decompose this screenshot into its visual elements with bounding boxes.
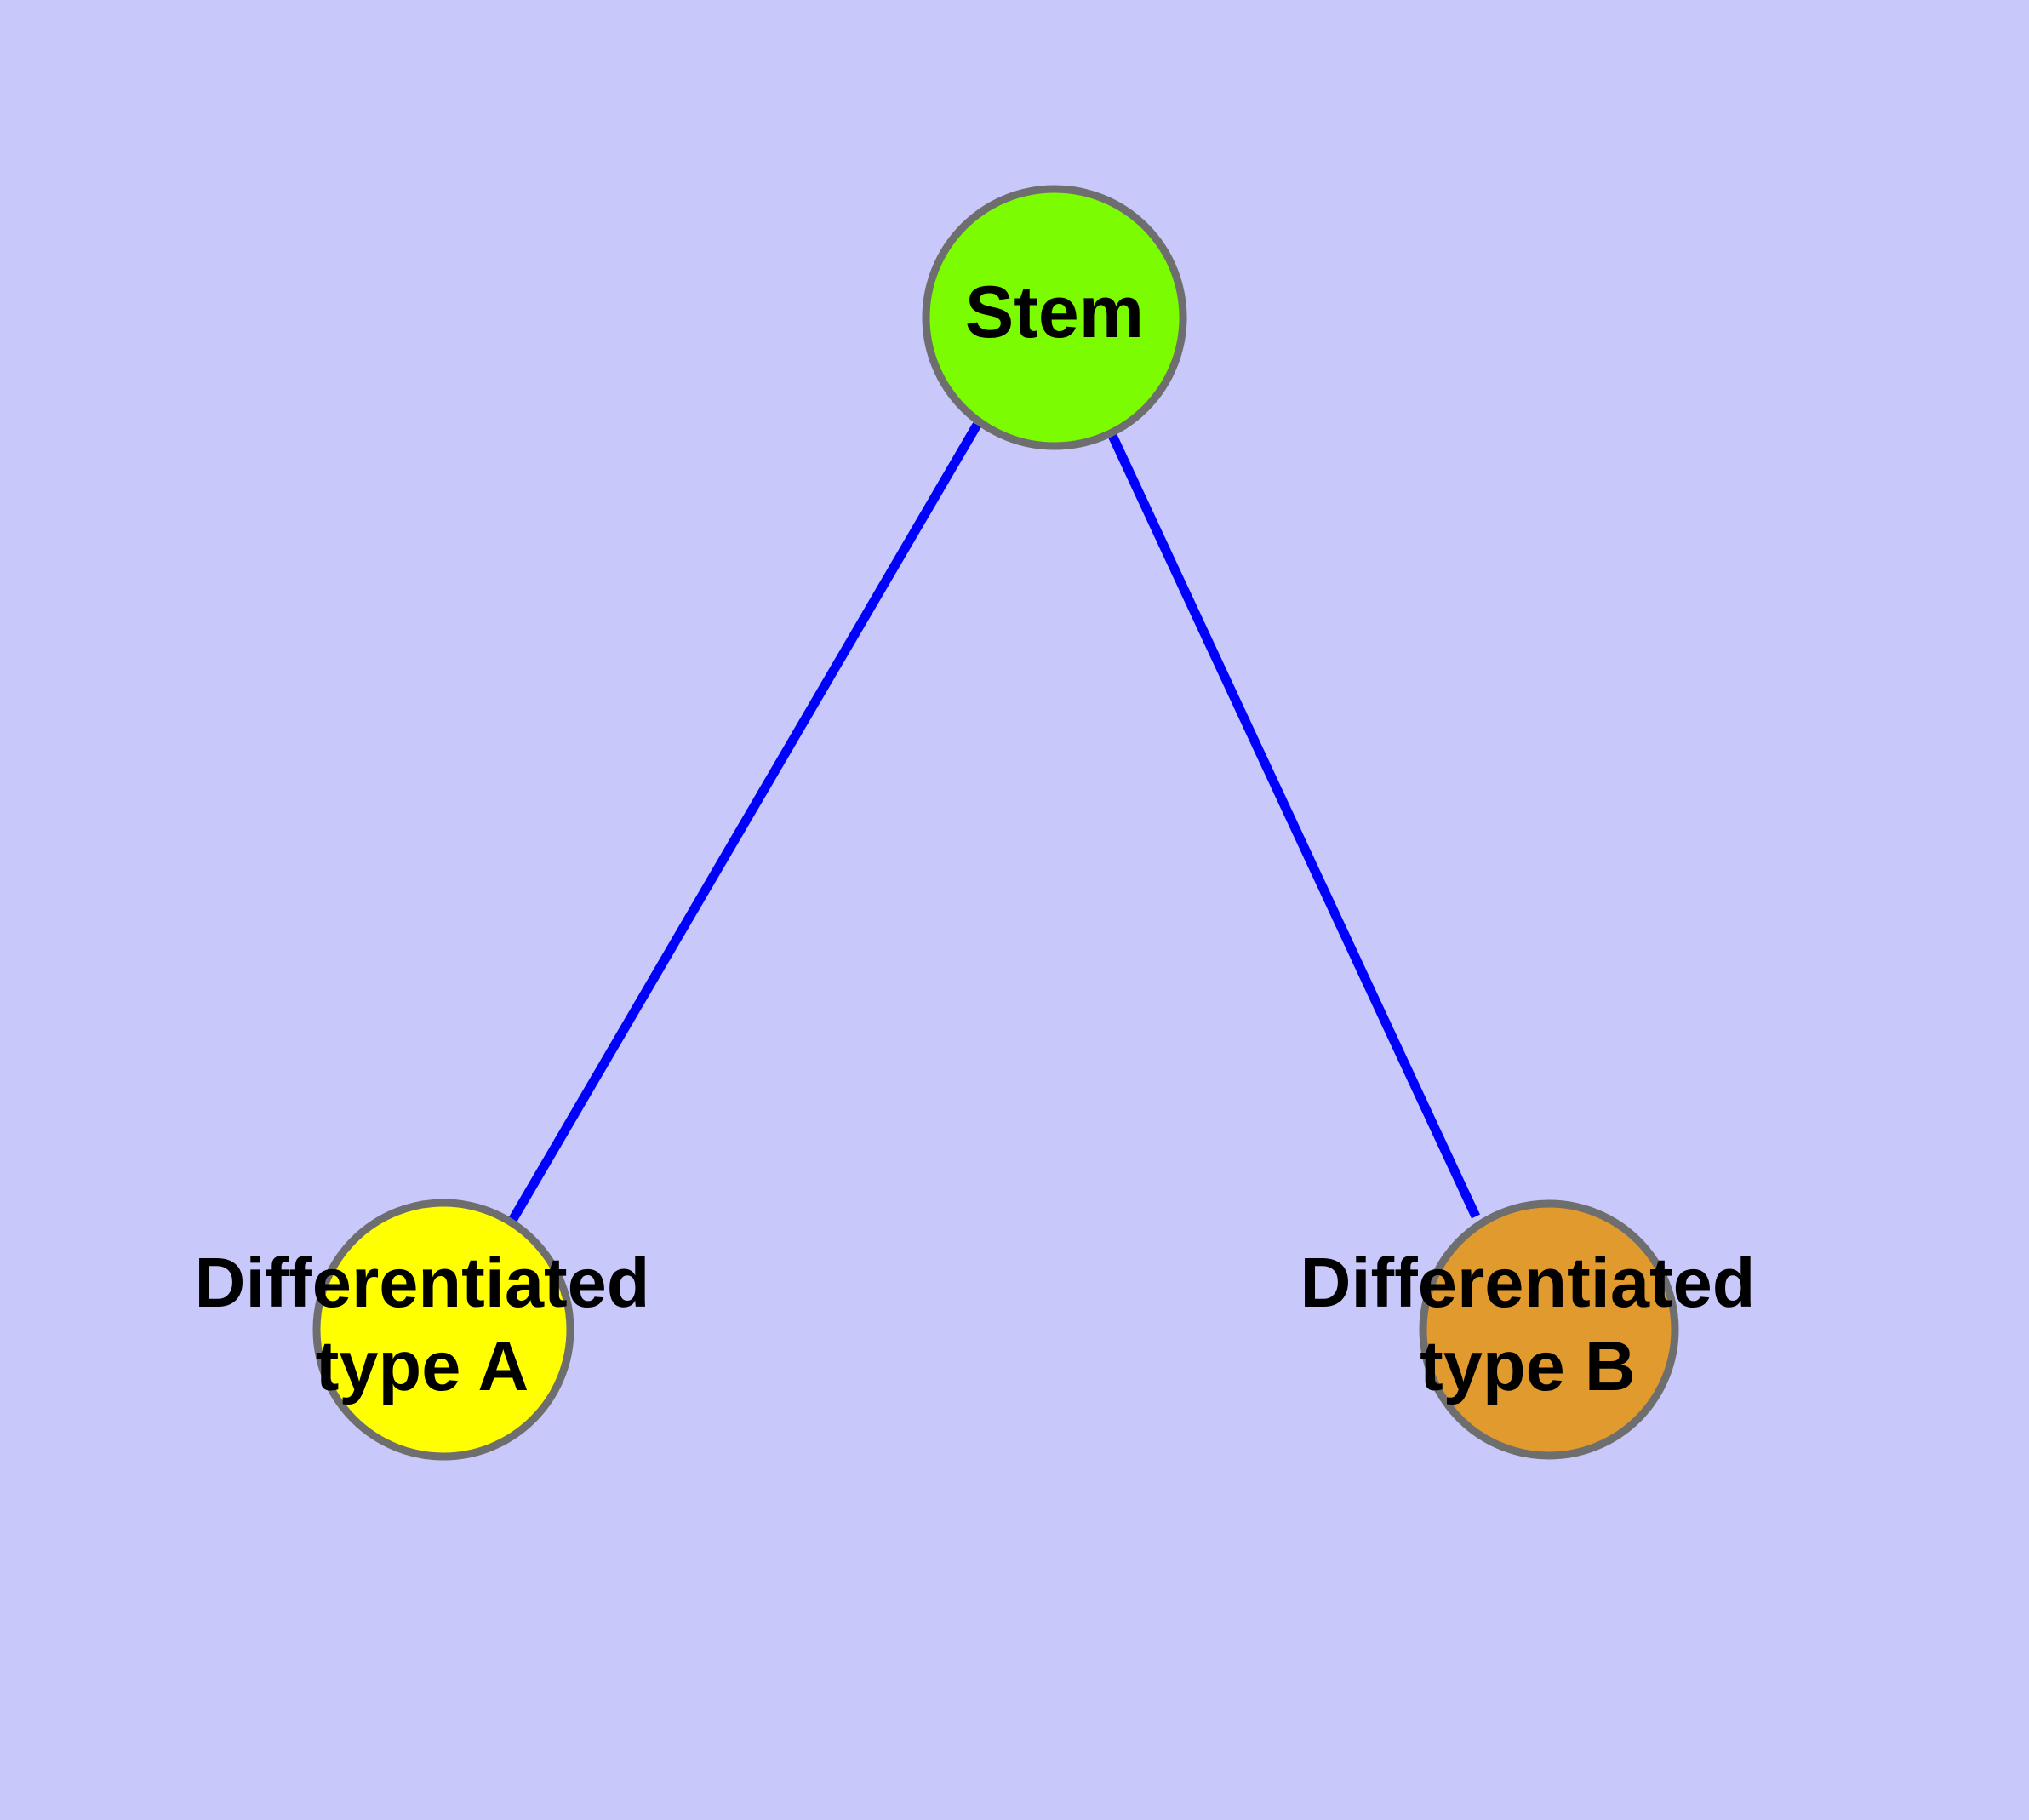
node-label-line: Differentiated	[1300, 1243, 1756, 1322]
node-label-line: Stem	[965, 272, 1144, 353]
node-label-line: type A	[316, 1326, 529, 1405]
node-stem[interactable]	[922, 185, 1187, 450]
node-differentiated-type-a[interactable]	[312, 1199, 574, 1461]
node-label-stem: Stem	[965, 272, 1144, 353]
node-differentiated-type-b[interactable]	[1419, 1199, 1679, 1460]
edges-group	[506, 422, 1480, 1226]
node-label-line: type B	[1420, 1326, 1636, 1405]
nodes-group	[312, 185, 1679, 1461]
edge-stem-to-differentiated-type-b	[1105, 426, 1480, 1219]
node-label-line: Differentiated	[195, 1243, 650, 1322]
edge-stem-to-differentiated-type-a	[506, 422, 981, 1226]
